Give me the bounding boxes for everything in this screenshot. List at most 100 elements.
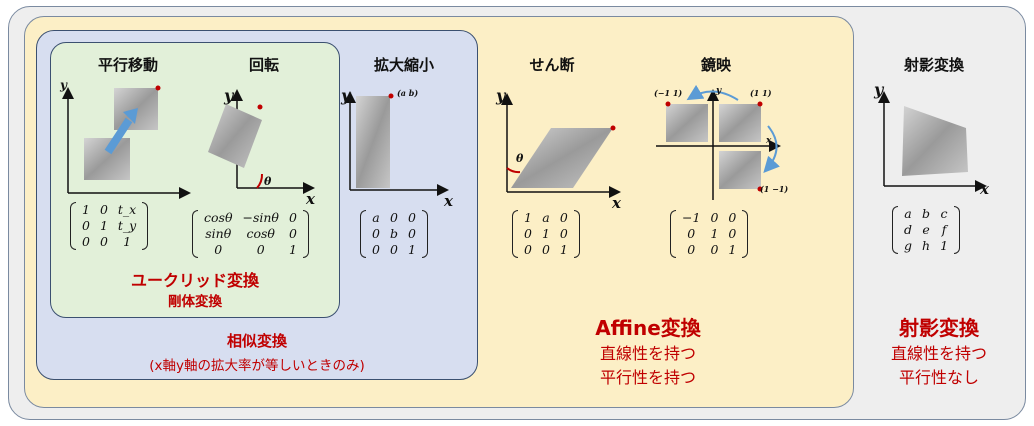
matrix-cell: 0 [256, 242, 265, 257]
matrix-cell: 0 [82, 234, 90, 249]
matrix-cell: 0 [541, 242, 550, 257]
translation-y-label: y [60, 78, 67, 92]
matrix-cell: a [542, 210, 550, 225]
matrix-cell: 1 [99, 218, 108, 233]
projective-title: 射影変換 [903, 56, 965, 74]
scaling-point-label: (a b) [397, 88, 419, 98]
reflection-point-label-br: (1 −1) [760, 184, 789, 194]
matrix-cell: c [940, 206, 948, 221]
scaling-axes [344, 91, 449, 196]
reflection-point-tr [757, 101, 763, 107]
reflection-arrow-top [686, 84, 739, 101]
translation-image-original [84, 138, 130, 180]
matrix-cell: 0 [407, 210, 416, 225]
matrix-cell: 1 [288, 242, 297, 257]
shear-point [610, 125, 616, 131]
matrix-cell: 0 [559, 226, 568, 241]
matrix-cell: t_y [117, 218, 137, 233]
matrix-cell: 1 [728, 242, 737, 257]
matrix-cell: 1 [82, 202, 90, 217]
matrix-cell: 0 [524, 226, 532, 241]
matrix-cell: e [922, 222, 930, 237]
matrix-cell: 0 [82, 218, 90, 233]
euclidean-label: ユークリッド変換 [130, 271, 260, 290]
reflection-point-label-tr: (1 1) [750, 88, 772, 98]
shear-image [511, 128, 613, 188]
matrix-cell: f [941, 222, 947, 237]
reflection-title: 鏡映 [700, 56, 732, 74]
reflection-y-label: y [716, 86, 722, 96]
reflection-image-tr [719, 104, 761, 142]
matrix-cell: cosθ [204, 210, 233, 225]
rotation-image [208, 104, 262, 168]
matrix-cell: cosθ [246, 226, 275, 241]
reflection-axes [656, 89, 781, 200]
reflection-point-br [757, 186, 763, 192]
reflection-arrow-right [763, 125, 780, 173]
matrix-cell: a [904, 206, 912, 221]
matrix-cell: −1 [682, 210, 701, 225]
rigid-label: 剛体変換 [168, 294, 222, 310]
matrix-cell: h [922, 238, 931, 253]
matrix-cell: 0 [288, 210, 297, 225]
matrix-cell: 1 [123, 234, 132, 249]
projective-property-2: 平行性なし [898, 368, 980, 387]
matrix-cell: 1 [407, 242, 416, 257]
rotation-y-label: y [224, 86, 234, 105]
matrix-cell: 0 [524, 242, 532, 257]
matrix-cell: d [904, 222, 913, 237]
rotation-theta-label: θ [264, 175, 272, 188]
reflection-x-label: x [766, 136, 772, 146]
shear-theta-label: θ [516, 152, 524, 165]
matrix-cell: 0 [728, 226, 737, 241]
matrix-cell: a [372, 210, 380, 225]
shear-x-label: x [612, 194, 621, 212]
matrix-cell: 0 [710, 210, 719, 225]
reflection-point-tl [665, 101, 671, 107]
rotation-title: 回転 [248, 56, 280, 74]
matrix-cell: 0 [728, 210, 737, 225]
matrix-cell: −sinθ [242, 210, 279, 225]
matrix-cell: 0 [99, 234, 108, 249]
matrix-cell: 0 [389, 242, 398, 257]
matrix-cell: b [389, 226, 398, 241]
projective-property-1: 直線性を持つ [890, 344, 988, 363]
shear-axes [501, 93, 621, 198]
projective-label: 射影変換 [899, 316, 979, 340]
translation-axes [62, 87, 191, 199]
scaling-image [356, 96, 390, 188]
matrix-cell: 0 [559, 210, 568, 225]
matrix-cell: 0 [99, 202, 108, 217]
matrix-cell: b [922, 206, 931, 221]
matrix-cell: 1 [940, 238, 949, 253]
reflection-image-br [719, 151, 761, 189]
matrix-cell: 1 [524, 210, 532, 225]
shear-y-label: y [496, 86, 506, 105]
shear-angle-arc [506, 167, 521, 174]
matrix-cell: 1 [710, 226, 719, 241]
rotation-point [257, 104, 263, 110]
matrix-cell: 0 [288, 226, 297, 241]
matrix-cell: 0 [687, 226, 696, 241]
reflection-image-tl [666, 104, 708, 142]
shear-title: せん断 [529, 56, 575, 74]
scaling-y-label: y [341, 86, 351, 105]
rotation-x-label: x [306, 190, 315, 208]
projective-x-label: x [980, 180, 989, 198]
matrix-cell: 0 [389, 210, 398, 225]
scaling-x-label: x [444, 192, 453, 210]
rotation-angle-arc [256, 173, 263, 189]
affine-property-1: 直線性を持つ [599, 344, 697, 363]
matrix-cell: sinθ [205, 226, 232, 241]
matrix-cell: 0 [687, 242, 696, 257]
translation-point [155, 85, 161, 91]
matrix-cell: 0 [710, 242, 719, 257]
matrix-cell: 0 [372, 226, 380, 241]
